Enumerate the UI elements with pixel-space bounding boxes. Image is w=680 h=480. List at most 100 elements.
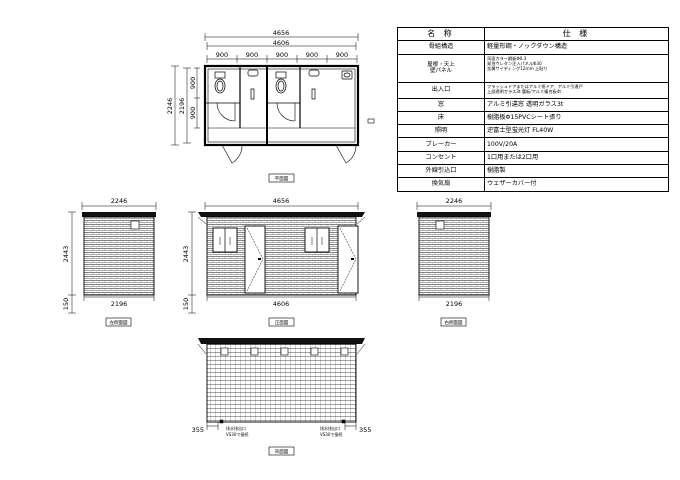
- spec-label: 外線引込口: [397, 164, 485, 179]
- right-roof: [417, 212, 491, 217]
- back-right-offset: 355: [359, 426, 371, 434]
- plan-bay-2: 900: [246, 51, 258, 59]
- spec-value-line: フラッシュドアまたはアルミ框ドア、アルミ引違戸: [487, 83, 583, 89]
- plan-bay-5: 900: [336, 51, 348, 59]
- back-view: 355 355 排水排出口 VS30で接続 排水排出口 VS30で接続 背面図: [192, 338, 371, 456]
- left-width-top: 2246: [111, 197, 128, 205]
- front-door-right: [337, 225, 359, 294]
- spec-value-line: ウェザーカバー付: [487, 180, 537, 188]
- spec-row: 照明逆富士型蛍光灯 FL40W: [397, 124, 669, 139]
- spec-value-line: 100V/20A: [487, 140, 518, 148]
- spec-row: 外線引込口樹脂製: [397, 164, 669, 179]
- plan-bay-3: 900: [276, 51, 288, 59]
- plan-depth-bay-1: 900: [189, 77, 197, 89]
- plan-view: 4656 4606 900 900 900 900 900 2246 2196 …: [166, 29, 375, 183]
- spec-value: 1口用または2口用: [484, 150, 669, 166]
- right-caption: 右側面図: [445, 319, 463, 326]
- right-vent: [435, 220, 445, 230]
- plan-depth-inner: 2196: [178, 98, 186, 115]
- plan-top-dimensions: [204, 33, 359, 63]
- spec-value-line: 1口用または2口用: [487, 153, 539, 161]
- plan-depth-bay-2: 900: [189, 107, 197, 119]
- back-wall: [206, 343, 357, 423]
- plan-bay-1: 900: [216, 51, 228, 59]
- left-roof: [82, 212, 156, 217]
- plan-bay-4: 900: [306, 51, 318, 59]
- spec-label: 出入口: [397, 81, 485, 99]
- spec-value-line: 樹脂板Φ15PVCシート張り: [487, 113, 562, 121]
- spec-value: フラッシュドアまたはアルミ框ドア、アルミ引違戸上部透明ガラス3t 腰板/アルミ複…: [484, 81, 669, 99]
- spec-value-line: 樹脂製: [487, 167, 506, 175]
- spec-header-row: 名 称 仕 様: [397, 26, 669, 42]
- spec-table-body: 名 称 仕 様 骨組構造軽量形鋼・ノックダウン構造屋根・天上 壁パネル両面カラー…: [397, 26, 669, 192]
- spec-row: 骨組構造軽量形鋼・ノックダウン構造: [397, 40, 669, 55]
- back-vents: [220, 347, 349, 356]
- left-base: 150: [62, 298, 70, 310]
- spec-table: 名 称 仕 様 骨組構造軽量形鋼・ノックダウン構造屋根・天上 壁パネル両面カラー…: [397, 26, 669, 192]
- spec-label: 骨組構造: [397, 40, 485, 55]
- back-note-left: 排水排出口: [226, 425, 246, 431]
- spec-label: 窓: [397, 97, 485, 112]
- plan-caption-box: [268, 173, 295, 183]
- spec-label: コンセント: [397, 150, 485, 166]
- plan-toilet-left: [214, 71, 226, 94]
- back-caption: 背面図: [275, 448, 289, 455]
- right-width-bottom: 2196: [446, 300, 463, 308]
- plan-sink: [341, 70, 353, 80]
- spec-value: 逆富士型蛍光灯 FL40W: [484, 124, 669, 139]
- front-base: 150: [182, 298, 190, 310]
- back-note-right: 排水排出口: [320, 425, 340, 431]
- spec-row: 出入口フラッシュドアまたはアルミ框ドア、アルミ引違戸上部透明ガラス3t 腰板/ア…: [397, 81, 669, 99]
- plan-caption: 平面図: [275, 176, 289, 182]
- plan-outer-wall: [203, 64, 360, 147]
- spec-value-line: 金属サイディング12mm 上貼り: [487, 65, 548, 71]
- spec-value: アルミ引違窓 透明ガラス3t: [484, 97, 669, 112]
- right-width-top: 2246: [446, 197, 463, 205]
- left-vent: [130, 220, 140, 230]
- spec-label: ブレーカー: [397, 137, 485, 152]
- plan-urinal-left: [247, 69, 259, 100]
- front-roof: [198, 212, 365, 217]
- spec-header-name: 名 称: [397, 26, 485, 42]
- plan-toilet-right: [275, 71, 287, 94]
- plan-urinal-right: [308, 69, 320, 100]
- plan-left-dimensions: [171, 65, 200, 146]
- spec-row: 換気扇ウェザーカバー付: [397, 177, 669, 192]
- left-caption: 左側面図: [110, 319, 128, 326]
- spec-row: 窓アルミ引違窓 透明ガラス3t: [397, 97, 669, 112]
- spec-value: 軽量形鋼・ノックダウン構造: [484, 40, 669, 55]
- spec-value-line: 発泡ウレタン注入パネルΦ30: [487, 60, 542, 66]
- spec-value: 樹脂板Φ15PVCシート張り: [484, 110, 669, 126]
- spec-header-spec: 仕 様: [484, 26, 669, 42]
- back-roof: [198, 338, 365, 344]
- plan-depth-outer: 2246: [166, 98, 174, 115]
- plan-total-width: 4656: [273, 29, 290, 37]
- front-height: 2443: [182, 246, 190, 263]
- left-wall: [83, 216, 155, 296]
- plan-door-swings: [216, 102, 375, 164]
- front-width-top: 4656: [273, 197, 290, 205]
- spec-value-line: 逆富士型蛍光灯 FL40W: [487, 127, 554, 135]
- spec-value-line: アルミ引違窓 透明ガラス3t: [487, 100, 564, 108]
- left-side-view: 2246 2196 2443 150 左側面図: [62, 197, 157, 327]
- spec-label: 床: [397, 110, 485, 126]
- right-side-view: 2246 2196 右側面図: [416, 197, 492, 327]
- left-width-bottom: 2196: [111, 300, 128, 308]
- front-window-left: [212, 227, 238, 253]
- plan-inner-width: 4606: [273, 39, 290, 47]
- spec-label: 照明: [397, 124, 485, 139]
- front-width-bottom: 4606: [273, 300, 290, 308]
- front-caption: 正面図: [275, 320, 289, 326]
- spec-value: ウェザーカバー付: [484, 177, 669, 192]
- left-height: 2443: [62, 246, 70, 263]
- front-view: 4656 4606 2443 150 正面: [182, 197, 366, 327]
- front-window-right: [304, 227, 330, 253]
- back-left-offset: 355: [192, 426, 204, 434]
- spec-label: 屋根・天上 壁パネル: [397, 53, 485, 83]
- spec-value-line: 両面カラー鋼板Φ0.3: [487, 55, 527, 61]
